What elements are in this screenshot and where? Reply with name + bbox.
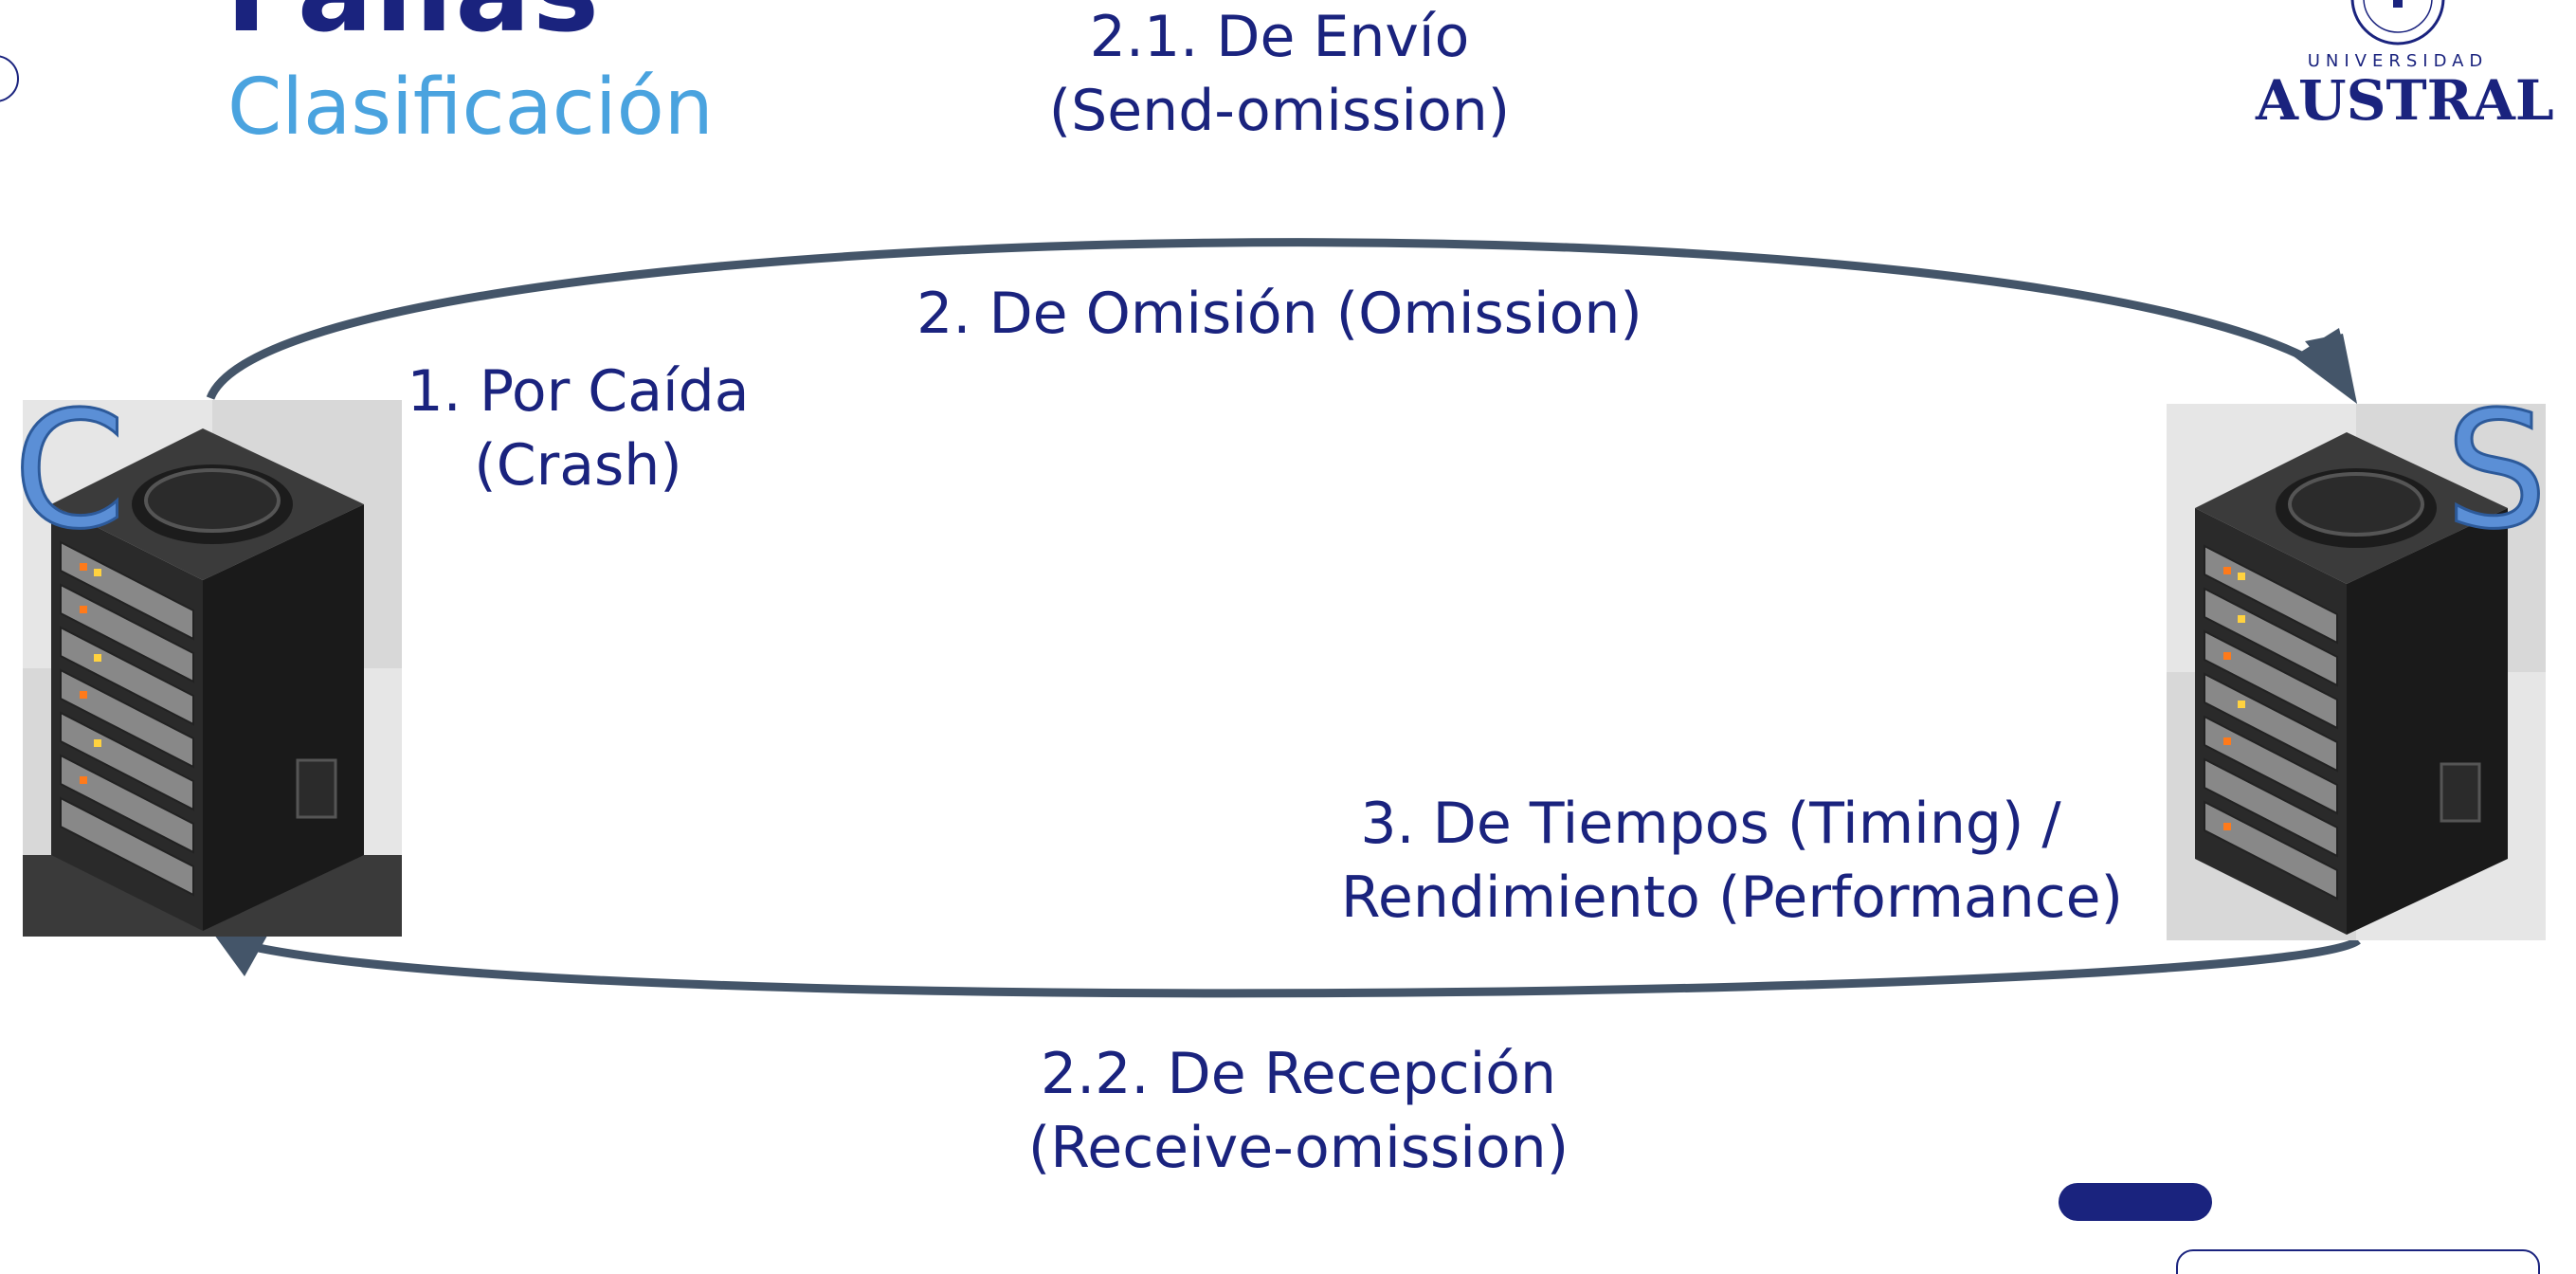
decorative-outline-box	[2176, 1249, 2540, 1274]
university-logo: UNIVERSIDAD AUSTRAL	[2256, 0, 2554, 133]
timing-line1: 3. De Tiempos (Timing) /	[1360, 791, 2061, 857]
omission-label: 2. De Omisión (Omission)	[916, 281, 1642, 347]
decorative-pill	[2059, 1183, 2212, 1221]
send-omission-label: 2.1. De Envío (Send-omission)	[1024, 0, 1535, 148]
server-letter: S	[2444, 376, 2549, 567]
university-label: UNIVERSIDAD	[2307, 51, 2489, 71]
university-seal-icon	[2350, 0, 2445, 46]
timing-label: 3. De Tiempos (Timing) / Rendimiento (Pe…	[1270, 787, 2123, 935]
timing-line2: Rendimiento (Performance)	[1340, 864, 2123, 931]
receive-omission-line1: 2.2. De Recepción	[1040, 1041, 1557, 1107]
slide-subtitle: Clasificación	[227, 63, 714, 153]
crash-line2: (Crash)	[474, 432, 682, 499]
client-letter: C	[12, 376, 128, 567]
receive-omission-label: 2.2. De Recepción (Receive-omission)	[986, 1037, 1611, 1185]
send-omission-line2: (Send-omission)	[1048, 78, 1511, 144]
server-rack-icon	[2167, 404, 2546, 940]
crash-line1: 1. Por Caída	[407, 358, 750, 425]
client-server-icon	[23, 400, 402, 937]
crash-label: 1. Por Caída (Crash)	[389, 355, 768, 502]
university-name: AUSTRAL	[2256, 68, 2554, 133]
receive-omission-line2: (Receive-omission)	[1027, 1115, 1569, 1181]
send-omission-line1: 2.1. De Envío	[1089, 4, 1470, 70]
omission-arrow-top	[206, 238, 2344, 400]
arrowhead-top-body	[2294, 328, 2357, 404]
slide-title: Fallas	[226, 0, 601, 57]
arrowhead-bottom	[214, 929, 271, 976]
omission-arrow-bottom	[235, 937, 2361, 998]
